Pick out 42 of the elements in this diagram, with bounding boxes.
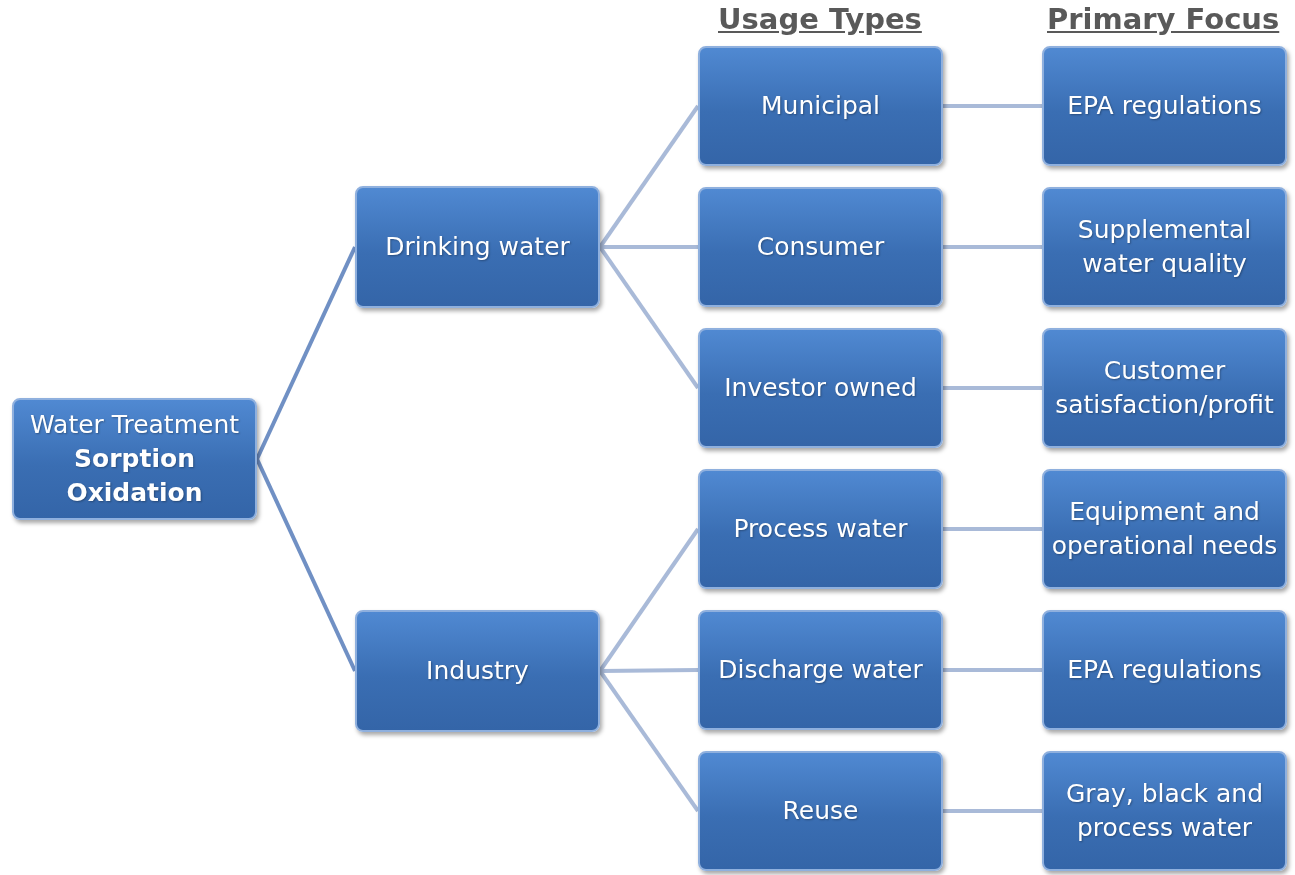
node-label: Gray, black and process water	[1065, 778, 1264, 844]
node-label: Drinking water	[385, 231, 570, 264]
process-box	[355, 610, 600, 732]
node-label: EPA regulations	[1067, 90, 1262, 123]
connector-line	[943, 245, 1042, 249]
node-label: Water Treatment Sorption Oxidation	[28, 409, 241, 509]
node-label: Customer satisfaction/profit	[1054, 355, 1275, 421]
process-box	[1042, 46, 1287, 166]
node-label: Equipment and operational needs	[1050, 496, 1279, 562]
process-box	[1042, 469, 1287, 589]
node-label: EPA regulations	[1067, 654, 1262, 687]
connector-line	[255, 246, 357, 460]
node-label: Supplemental water quality	[1076, 214, 1253, 280]
process-box	[698, 328, 943, 448]
connector-line	[255, 458, 357, 672]
node-label: Discharge water	[718, 654, 923, 687]
process-box	[355, 186, 600, 308]
process-box	[1042, 187, 1287, 307]
node-label: Process water	[733, 513, 908, 546]
column-heading: Primary Focus	[1047, 2, 1280, 36]
process-box	[698, 469, 943, 589]
node-label: Investor owned	[724, 372, 917, 405]
process-box	[1042, 328, 1287, 448]
connector-line	[943, 386, 1042, 390]
connector-line	[943, 527, 1042, 531]
node-label: Consumer	[756, 231, 885, 264]
process-box	[1042, 610, 1287, 730]
process-box	[698, 751, 943, 871]
connector-line	[599, 668, 699, 673]
connector-line	[600, 245, 698, 249]
connector-line	[943, 668, 1042, 672]
connector-line	[943, 104, 1042, 108]
node-label: Reuse	[782, 795, 859, 828]
process-box	[12, 398, 257, 520]
process-box	[698, 187, 943, 307]
connector-line	[943, 809, 1042, 813]
column-heading: Usage Types	[718, 2, 922, 36]
process-box	[1042, 751, 1287, 871]
process-box	[698, 610, 943, 730]
node-label: Industry	[426, 655, 529, 688]
node-label: Municipal	[761, 90, 880, 123]
process-box	[698, 46, 943, 166]
